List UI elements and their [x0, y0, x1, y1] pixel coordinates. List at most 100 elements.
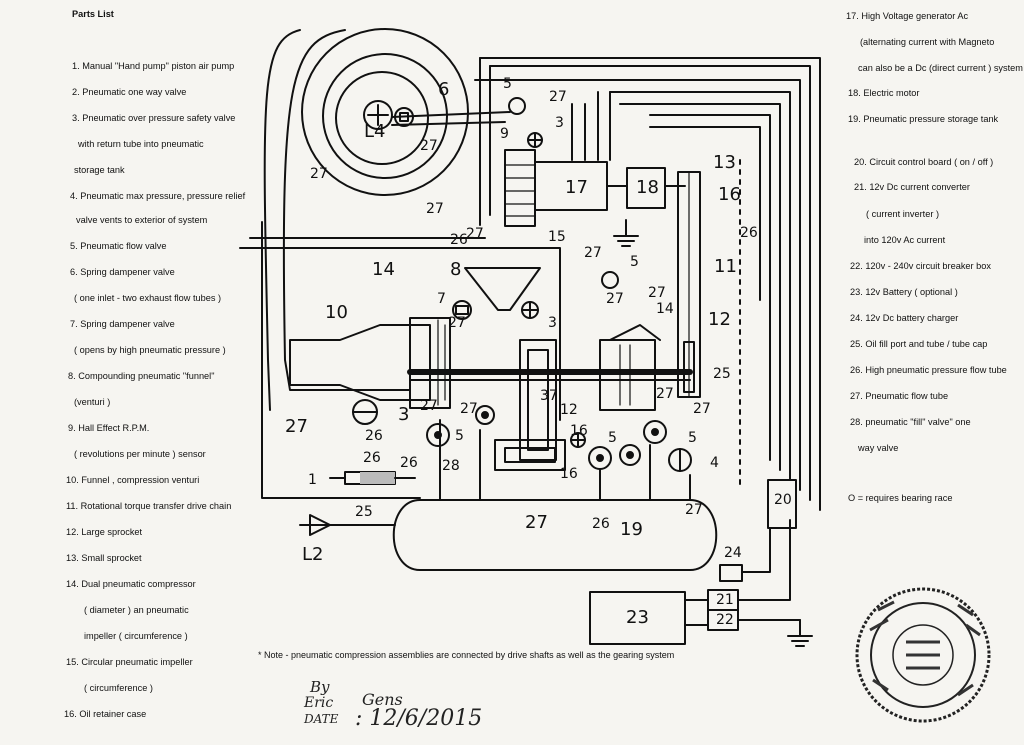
part-item: 21. 12v Dc current converter — [854, 182, 970, 192]
label-26: 26 — [450, 232, 468, 248]
label-25: 25 — [355, 504, 373, 520]
label-14: 14 — [656, 301, 674, 317]
part-item: ( diameter ) an pneumatic — [84, 605, 189, 615]
label-15: 15 — [548, 229, 566, 245]
part-item: storage tank — [74, 165, 125, 175]
center-gear-assembly — [494, 339, 566, 471]
label-5: 5 — [630, 254, 639, 270]
part-item: (alternating current with Magneto — [860, 37, 995, 47]
label-27: 27 — [285, 416, 308, 437]
part-item: 26. High pneumatic pressure flow tube — [850, 365, 1007, 375]
label-27: 27 — [420, 138, 438, 154]
label-26: 26 — [592, 516, 610, 532]
label-17: 17 — [565, 177, 588, 198]
signature-date: : 12/6/2015 — [355, 706, 483, 731]
signature-by: By — [310, 678, 330, 696]
charger-24 — [719, 564, 743, 582]
label-18: 18 — [636, 177, 659, 198]
part-item: 28. pneumatic "fill" valve" one — [850, 417, 971, 427]
part-item: 8. Compounding pneumatic "funnel" — [68, 371, 215, 381]
part-item: ( circumference ) — [84, 683, 153, 693]
part-item: 9. Hall Effect R.P.M. — [68, 423, 150, 433]
label-2: L2 — [302, 544, 323, 565]
label-28: 28 — [442, 458, 460, 474]
part-item: impeller ( circumference ) — [84, 631, 188, 641]
label-5: 5 — [503, 76, 512, 92]
label-26: 26 — [400, 455, 418, 471]
label-20: 20 — [774, 492, 792, 508]
part-item: 1. Manual "Hand pump" piston air pump — [72, 61, 235, 71]
part-item: 13. Small sprocket — [66, 553, 142, 563]
label-26: 26 — [740, 225, 758, 241]
label-6: 6 — [438, 79, 449, 100]
part-item: 27. Pneumatic flow tube — [850, 391, 949, 401]
part-item: 18. Electric motor — [848, 88, 920, 98]
dual-pneumatic-compressor-left — [289, 317, 451, 409]
label-27: 27 — [656, 386, 674, 402]
part-item: 10. Funnel , compression venturi — [66, 475, 200, 485]
signature-last: Gens — [362, 690, 403, 709]
label-19: 19 — [620, 519, 643, 540]
label-16: 16 — [560, 466, 578, 482]
part-item: 3. Pneumatic over pressure safety valve — [72, 113, 236, 123]
label-27: 27 — [693, 401, 711, 417]
ground-symbol — [613, 219, 639, 247]
motor-18-body — [626, 167, 666, 209]
part-item: 24. 12v Dc battery charger — [850, 313, 959, 323]
dual-pneumatic-compressor-right — [599, 324, 661, 411]
label-27: 27 — [310, 166, 328, 182]
part-item: 23. 12v Battery ( optional ) — [850, 287, 958, 297]
part-item: (venturi ) — [74, 397, 111, 407]
label-4: 4 — [710, 455, 719, 471]
part-item: 6. Spring dampener valve — [70, 267, 175, 277]
label-5: 5 — [455, 428, 464, 444]
label-1: 1 — [308, 472, 317, 488]
pressure-tube-top-6 — [649, 114, 771, 461]
part-item: 19. Pneumatic pressure storage tank — [848, 114, 999, 124]
label-5: 5 — [688, 430, 697, 446]
part-item: 15. Circular pneumatic impeller — [66, 657, 193, 667]
signature-date-label: DATE — [304, 712, 339, 726]
label-3: 3 — [555, 115, 564, 131]
part-item: ( current inverter ) — [866, 209, 940, 219]
storage-tank-19 — [392, 499, 718, 571]
part-item: 5. Pneumatic flow valve — [70, 241, 167, 251]
spring-dampener-spiral — [301, 28, 511, 196]
part-item: 7. Spring dampener valve — [70, 319, 175, 329]
part-item: valve vents to exterior of system — [76, 215, 208, 225]
ground-symbol — [787, 619, 813, 647]
label-8: 8 — [450, 259, 461, 280]
battery-23 — [589, 591, 686, 645]
label-7: 7 — [437, 291, 446, 307]
part-item: 16. Oil retainer case — [64, 709, 147, 719]
label-12: 12 — [560, 402, 578, 418]
part-item: 14. Dual pneumatic compressor — [66, 579, 196, 589]
label-27: 27 — [648, 285, 666, 301]
part-item: O = requires bearing race — [848, 493, 953, 503]
label-16: 16 — [570, 423, 588, 439]
part-item: way valve — [858, 443, 899, 453]
label-27: 27 — [466, 226, 484, 242]
signature-first: Eric — [304, 695, 334, 711]
label-5: 5 — [608, 430, 617, 446]
part-item: with return tube into pneumatic — [78, 139, 204, 149]
label-11: 11 — [714, 256, 737, 277]
label-27: 27 — [448, 315, 466, 331]
label-26: 26 — [363, 450, 381, 466]
part-item: can also be a Dc (direct current ) syste… — [858, 63, 1023, 73]
flow-tube-27-outer — [263, 29, 301, 411]
label-4: L4 — [364, 121, 385, 142]
part-item: 25. Oil fill port and tube / tube cap — [850, 339, 988, 349]
label-27: 27 — [525, 512, 548, 533]
label-27: 27 — [426, 201, 444, 217]
part-item: 20. Circuit control board ( on / off ) — [854, 157, 994, 167]
pressure-tube-top-2 — [489, 65, 811, 501]
parts-list-title: Parts List — [72, 9, 114, 19]
compounding-funnel-8 — [464, 267, 541, 311]
pressure-tube-top-5 — [619, 103, 781, 471]
part-item: 12. Large sprocket — [66, 527, 143, 537]
label-14: 14 — [372, 259, 395, 280]
label-27: 27 — [420, 398, 438, 414]
part-item: 22. 120v - 240v circuit breaker box — [850, 261, 991, 271]
label-12: 12 — [708, 309, 731, 330]
